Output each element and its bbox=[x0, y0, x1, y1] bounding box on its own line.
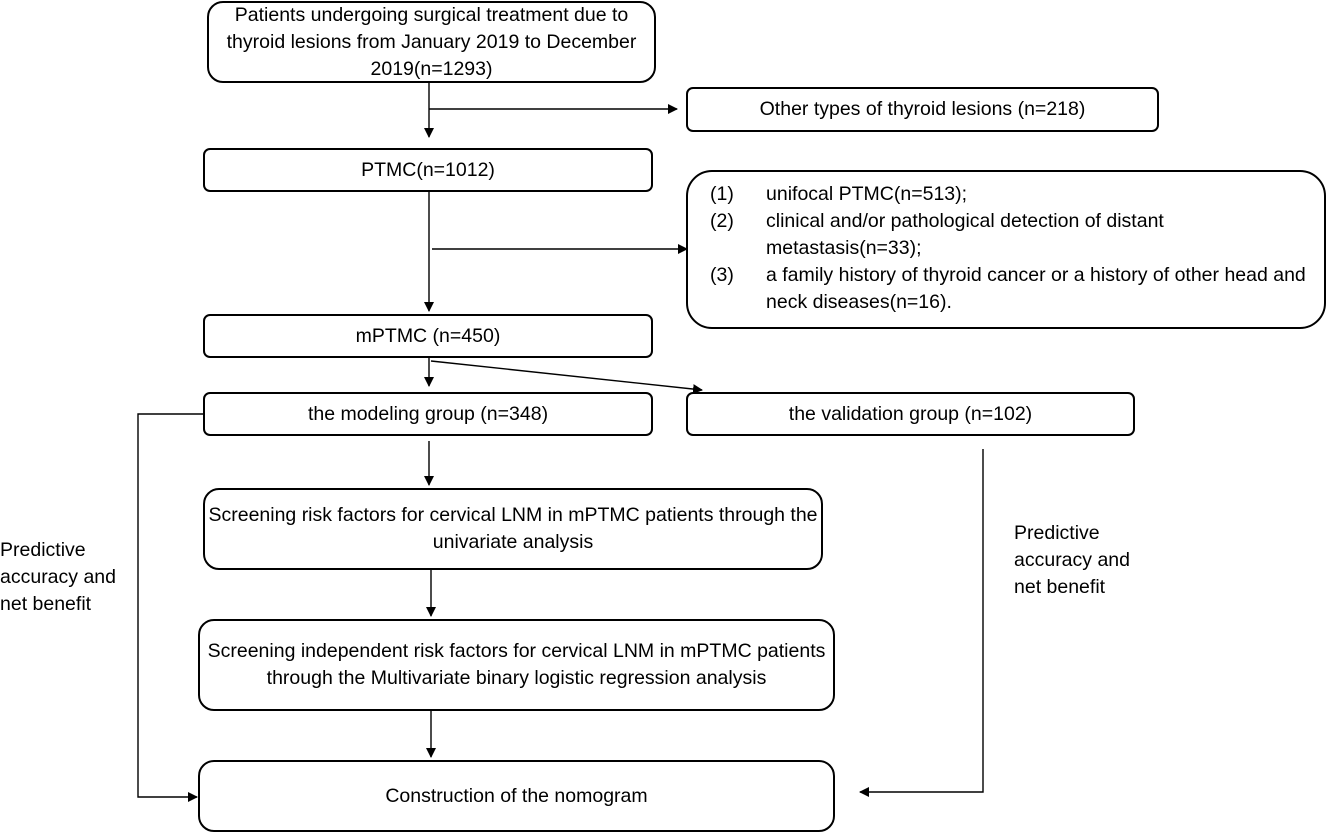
multivariate-analysis-box: Screening independent risk factors for c… bbox=[198, 619, 835, 711]
right-side-label: Predictive accuracy and net benefit bbox=[1014, 520, 1142, 601]
exclusion-item-text: unifocal PTMC(n=513); bbox=[766, 183, 968, 205]
arrow-validation-to-nomogram-right bbox=[859, 449, 984, 797]
exclusion-item-text: clinical and/or pathological detection o… bbox=[766, 210, 1164, 259]
other-lesions-box: Other types of thyroid lesions (n=218) bbox=[686, 87, 1159, 132]
nomogram-box: Construction of the nomogram bbox=[198, 760, 835, 832]
exclusion-item: (2) clinical and/or pathological detecti… bbox=[710, 208, 1308, 262]
ptmc-text: PTMC(n=1012) bbox=[361, 158, 495, 181]
validation-group-box: the validation group (n=102) bbox=[686, 392, 1135, 436]
mptmc-text: mPTMC (n=450) bbox=[355, 324, 501, 347]
univariate-analysis-box: Screening risk factors for cervical LNM … bbox=[203, 488, 823, 570]
modeling-group-box: the modeling group (n=348) bbox=[203, 392, 653, 436]
arrow-modeling-to-nomogram-left bbox=[137, 413, 204, 802]
nomogram-text: Construction of the nomogram bbox=[385, 784, 648, 807]
ptmc-box: PTMC(n=1012) bbox=[203, 148, 653, 192]
right-side-label-text: Predictive accuracy and net benefit bbox=[1014, 522, 1130, 598]
validation-group-text: the validation group (n=102) bbox=[788, 402, 1033, 425]
exclusion-item-text: a family history of thyroid cancer or a … bbox=[766, 264, 1306, 313]
total-patients-box: Patients undergoing surgical treatment d… bbox=[207, 1, 656, 83]
left-side-label-text: Predictive accuracy and net benefit bbox=[0, 539, 116, 615]
exclusion-item-number: (3) bbox=[710, 264, 734, 286]
univariate-analysis-text: Screening risk factors for cervical LNM … bbox=[208, 504, 818, 553]
modeling-group-text: the modeling group (n=348) bbox=[307, 402, 549, 425]
exclusion-item-number: (2) bbox=[710, 210, 734, 232]
exclusion-item: (3) a family history of thyroid cancer o… bbox=[710, 262, 1308, 316]
multivariate-analysis-text: Screening independent risk factors for c… bbox=[207, 640, 826, 689]
arrow-mptmc-to-validation bbox=[430, 360, 703, 395]
total-patients-text: Patients undergoing surgical treatment d… bbox=[226, 3, 637, 80]
mptmc-box: mPTMC (n=450) bbox=[203, 314, 653, 358]
exclusion-item-number: (1) bbox=[710, 183, 734, 205]
left-side-label: Predictive accuracy and net benefit bbox=[0, 537, 128, 618]
exclusion-item: (1) unifocal PTMC(n=513); bbox=[710, 181, 1308, 208]
other-lesions-text: Other types of thyroid lesions (n=218) bbox=[759, 98, 1086, 120]
exclusion-criteria-box: (1) unifocal PTMC(n=513); (2) clinical a… bbox=[686, 170, 1326, 329]
